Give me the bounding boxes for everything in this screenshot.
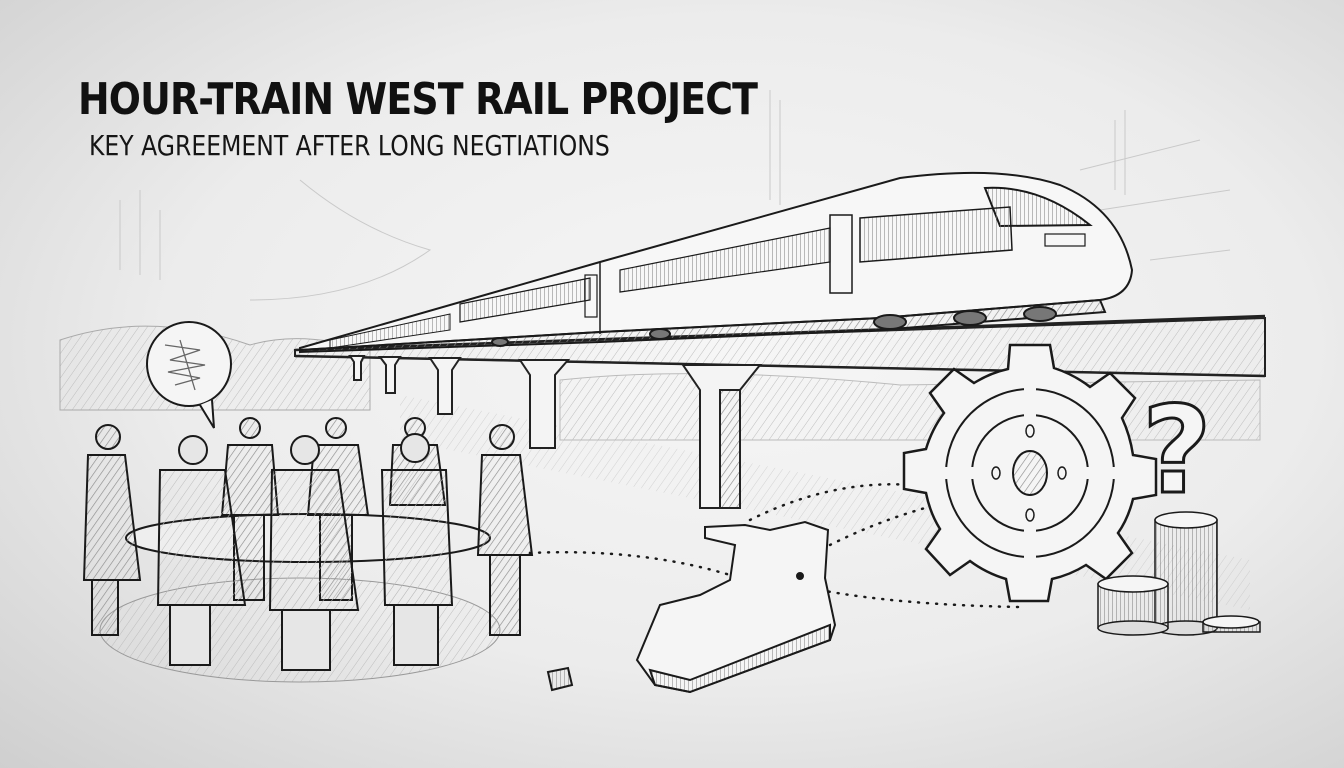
negotiators-group	[82, 417, 534, 683]
person	[380, 433, 454, 666]
gear-icon	[902, 343, 1158, 603]
person	[156, 435, 247, 666]
ireland-map	[546, 520, 837, 694]
coin-single	[1202, 615, 1261, 633]
headline-subtitle: KEY AGREEMENT AFTER LONG NEGTIATIONS	[89, 129, 610, 162]
headline-title: HOUR-TRAIN WEST RAIL PROJECT	[78, 74, 758, 125]
high-speed-train	[299, 171, 1134, 354]
person	[476, 424, 534, 636]
question-mark-icon: ?	[1142, 382, 1212, 521]
background-sketch-lines	[119, 90, 1231, 301]
person	[268, 435, 360, 671]
speech-bubble	[146, 321, 232, 429]
coin-stack-short	[1097, 575, 1169, 636]
person	[82, 424, 142, 636]
coin-stacks	[1097, 511, 1261, 636]
